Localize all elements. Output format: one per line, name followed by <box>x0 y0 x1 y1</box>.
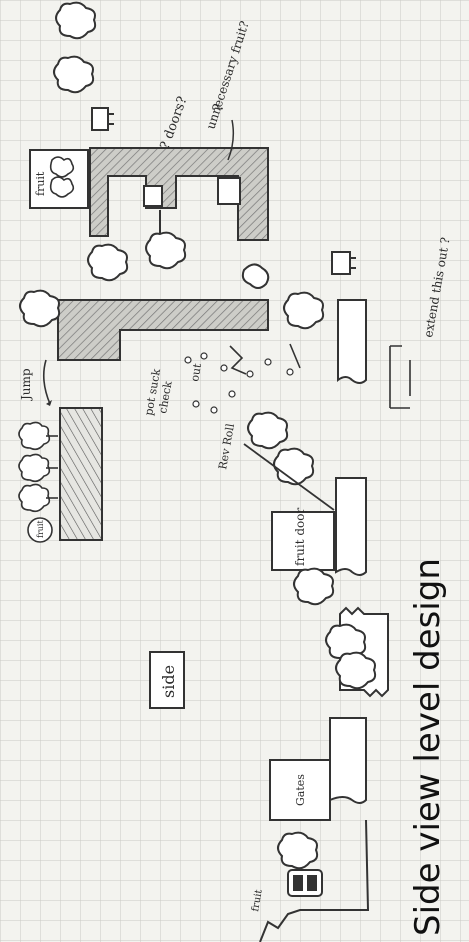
sign-post <box>288 870 322 896</box>
page-title: Side view level design <box>402 516 454 936</box>
wall-block <box>60 408 102 540</box>
svg-text:side: side <box>159 665 178 698</box>
broken-platform <box>338 300 366 383</box>
jump-note: Jump <box>19 368 33 402</box>
side-label: side <box>150 652 184 708</box>
svg-text:fruit: fruit <box>34 171 47 196</box>
svg-text:fruit door: fruit door <box>293 507 307 566</box>
svg-text:Gates: Gates <box>294 774 307 806</box>
fruit-icon: fruit <box>28 518 52 542</box>
fruit-crate: fruit <box>30 150 88 208</box>
svg-text:fruit: fruit <box>36 520 45 538</box>
